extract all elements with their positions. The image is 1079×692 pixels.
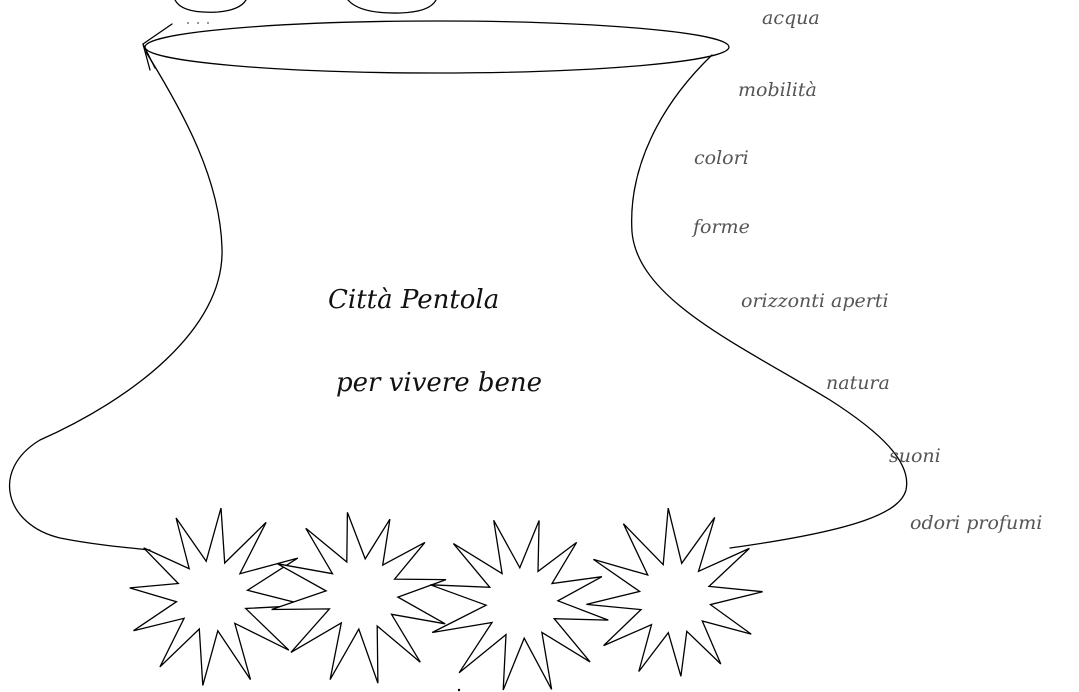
pot-body-left (8, 51, 223, 551)
ingredient-label: natura (826, 372, 890, 394)
top-dots (187, 22, 209, 24)
pot-rim (144, 20, 730, 74)
ingredient-label: forme (691, 216, 750, 238)
ingredient-label: colori (694, 147, 749, 169)
bottom-dot (457, 688, 461, 692)
ingredient-label: odori profumi (910, 512, 1042, 534)
flame-burst (129, 507, 307, 686)
rim-hook (142, 23, 173, 71)
flame-burst (586, 507, 763, 677)
pot-title-line1: Città Pentola (328, 285, 499, 315)
flames (129, 507, 763, 691)
ingredient-label: orizzonti aperti (741, 290, 889, 312)
ingredient-label: acqua (762, 7, 820, 29)
pot-body-right (631, 54, 908, 549)
top-right-fragment (347, 0, 437, 14)
ingredient-label: suoni (889, 445, 941, 467)
top-left-fragment (174, 0, 247, 13)
pot-title-line2: per vivere bene (336, 368, 542, 398)
ingredient-label: mobilità (738, 79, 817, 101)
flame-burst (430, 519, 609, 691)
flame-burst (271, 512, 447, 684)
